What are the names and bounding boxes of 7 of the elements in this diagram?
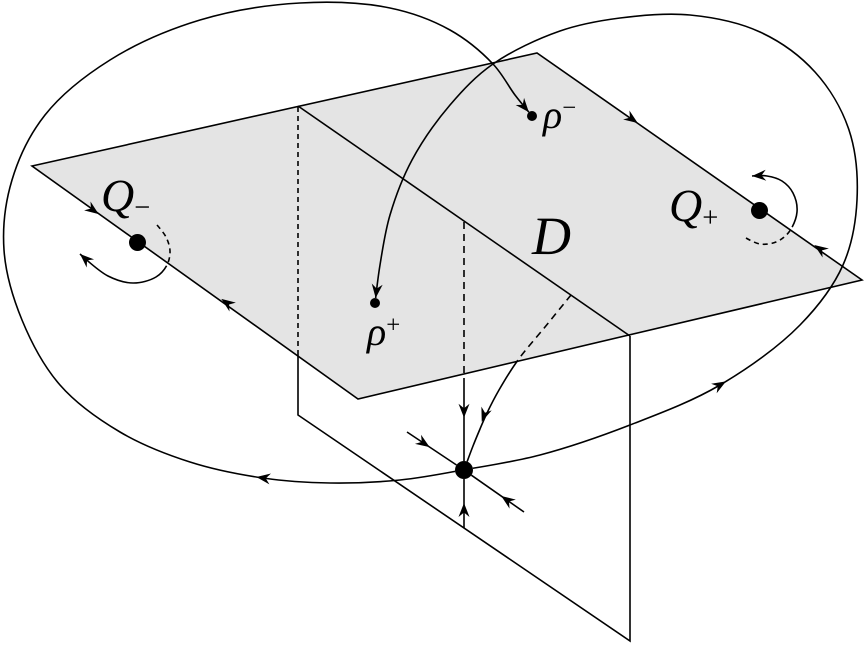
point-label: Q$_{+}$ [669, 180, 718, 233]
dot-icon [455, 461, 473, 479]
point-label: Q$_{−}$ [101, 170, 150, 223]
point-label: ρ$^{+}$ [367, 309, 400, 355]
point-label: ρ$^{−}$ [543, 92, 576, 138]
plane-surface [30, 51, 864, 401]
plane-label: D [532, 205, 571, 268]
